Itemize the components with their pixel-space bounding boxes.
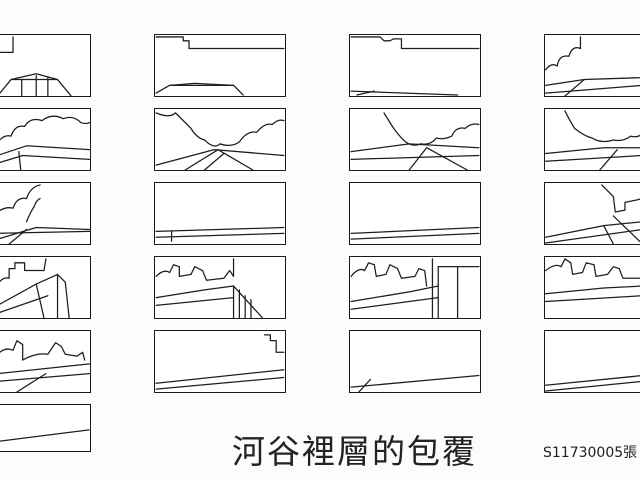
storyboard-frame (544, 108, 640, 171)
storyboard-frame (544, 330, 640, 393)
storyboard-frame (0, 404, 91, 452)
frame-sketch (0, 340, 90, 392)
frame-sketch (155, 334, 285, 390)
storyboard-frame (0, 108, 91, 171)
frame-sketch (0, 258, 70, 318)
frame-sketch (350, 36, 480, 96)
frame-sketch (545, 375, 640, 392)
storyboard-frame (154, 34, 286, 97)
storyboard-frame (154, 108, 286, 171)
frame-sketch (0, 115, 90, 170)
storyboard-frame (154, 330, 286, 393)
storyboard-frame (154, 256, 286, 319)
frame-sketch (350, 258, 480, 318)
frame-sketch (155, 36, 285, 96)
frame-sketch (0, 184, 90, 244)
frame-sketch (155, 112, 285, 170)
storyboard-frame (544, 182, 640, 245)
storyboard-frame (0, 330, 91, 393)
frame-sketch (350, 112, 480, 170)
storyboard-frame (544, 34, 640, 97)
frame-sketch (0, 36, 72, 96)
storyboard-frame (544, 256, 640, 319)
frame-sketch (350, 374, 480, 392)
frame-sketch (155, 226, 285, 242)
frame-sketch (545, 36, 640, 96)
storyboard-frame (349, 330, 481, 393)
frame-sketch (545, 184, 640, 244)
storyboard-frame (349, 182, 481, 245)
frame-sketch (155, 258, 264, 318)
frame-sketch (350, 226, 480, 240)
storyboard-frame (349, 256, 481, 319)
storyboard-frame (0, 34, 91, 97)
storyboard-frame (349, 108, 481, 171)
sheet-title: 河谷裡層的包覆 (232, 432, 477, 471)
storyboard-frame (0, 256, 91, 319)
storyboard-frame (0, 182, 91, 245)
storyboard-frame (349, 34, 481, 97)
storyboard-frame (154, 182, 286, 245)
frame-sketch (545, 258, 640, 303)
frame-sketch (545, 110, 640, 170)
frame-sketch (0, 429, 90, 442)
student-code: S11730005張 (543, 445, 638, 461)
